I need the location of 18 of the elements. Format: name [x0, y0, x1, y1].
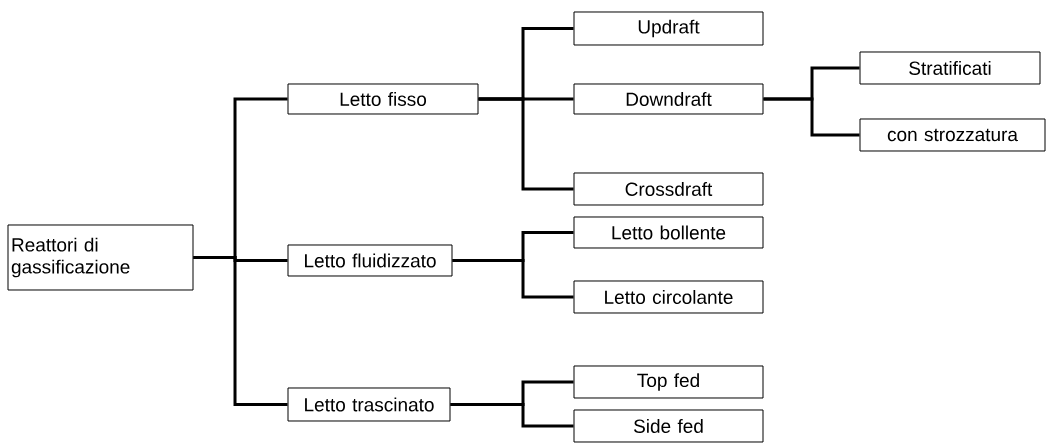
- category-box: Reattori di gassificazione: [7, 224, 194, 291]
- connector-line: [193, 256, 288, 406]
- connector-line: [452, 259, 574, 299]
- connector-line: [478, 97, 574, 191]
- category-box: con strozzatura: [859, 118, 1046, 152]
- category-box: Letto fisso: [287, 83, 479, 115]
- category-box: Letto circolante: [573, 280, 764, 314]
- category-box: Updraft: [573, 11, 764, 46]
- category-box: Downdraft: [573, 83, 764, 115]
- connector-line: [450, 403, 574, 428]
- category-box: Crossdraft: [573, 172, 764, 206]
- category-box: Side fed: [573, 409, 764, 443]
- category-box: Top fed: [573, 365, 764, 399]
- category-box: Letto trascinato: [287, 387, 451, 422]
- category-box: Letto bollente: [573, 216, 764, 249]
- connector-line: [763, 97, 860, 137]
- category-box: Stratificati: [859, 51, 1041, 85]
- category-box: Letto fluidizzato: [287, 244, 453, 277]
